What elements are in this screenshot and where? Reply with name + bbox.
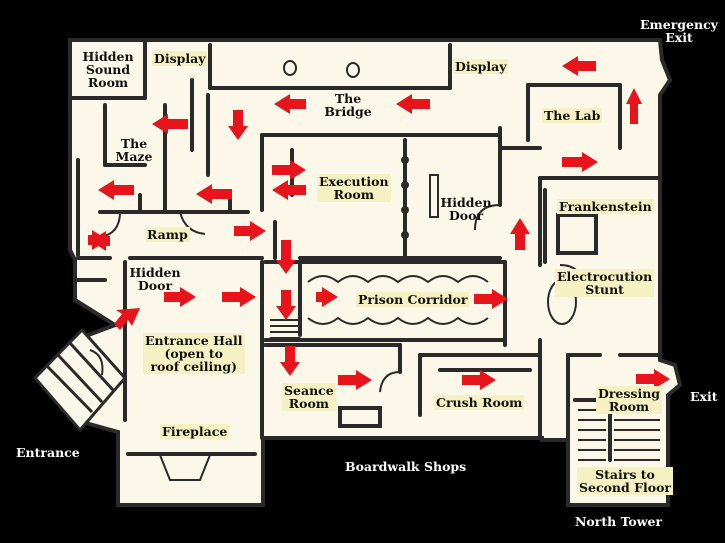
label-entrance: Entrance	[16, 445, 80, 460]
room-label-fireplace: Fireplace	[160, 424, 230, 439]
arrow	[280, 346, 300, 376]
arrow	[510, 218, 530, 250]
arrow	[114, 308, 140, 330]
room-label-hidden-door-center: Hidden Door	[440, 195, 492, 223]
room-label-electrocution-stunt: Electrocution Stunt	[555, 269, 655, 297]
arrow	[316, 287, 338, 307]
arrow	[462, 370, 496, 390]
arrow	[152, 114, 188, 134]
room-label-display-left: Display	[152, 51, 208, 66]
room-label-execution-room: Execution Room	[317, 174, 391, 202]
arrow	[562, 152, 598, 172]
arrow	[90, 231, 110, 251]
arrow	[228, 110, 248, 140]
room-label-entrance-hall: Entrance Hall (open to roof ceiling)	[143, 333, 245, 374]
room-label-frankenstein: Frankenstein	[557, 199, 654, 214]
room-label-crush-room: Crush Room	[434, 395, 525, 410]
room-label-hidden-sound-room: Hidden Sound Room	[82, 49, 134, 90]
arrow	[164, 287, 196, 307]
label-exit: Exit	[690, 389, 718, 404]
arrow	[274, 94, 306, 114]
room-label-hidden-door-left: Hidden Door	[129, 265, 181, 293]
label-north-tower: North Tower	[575, 514, 663, 529]
stair-treads	[270, 319, 660, 461]
arrow	[636, 369, 670, 389]
arrow	[272, 180, 306, 200]
arrow	[562, 56, 596, 76]
arrow	[626, 88, 642, 124]
direction-arrows	[88, 56, 670, 390]
room-label-the-lab: The Lab	[542, 108, 603, 123]
room-label-stairs: Stairs to Second Floor	[577, 467, 673, 495]
arrow	[196, 184, 232, 204]
arrow	[222, 287, 256, 307]
room-label-prison-corridor: Prison Corridor	[356, 292, 470, 307]
arrow	[98, 180, 134, 200]
arrow	[234, 221, 266, 241]
label-emergency-exit: Emergency Exit	[640, 17, 718, 45]
interior-walls	[68, 38, 662, 462]
room-label-dressing-room: Dressing Room	[596, 386, 663, 414]
arrow	[272, 160, 306, 180]
room-label-the-bridge: The Bridge	[324, 91, 372, 119]
arrow	[338, 370, 372, 390]
arrow	[396, 94, 430, 114]
label-boardwalk-shops: Boardwalk Shops	[345, 459, 467, 474]
room-label-ramp: Ramp	[145, 227, 190, 242]
room-label-display-right: Display	[453, 59, 509, 74]
arrow	[474, 289, 508, 309]
arrow	[276, 290, 296, 320]
arrow	[276, 240, 296, 274]
room-label-seance-room: Seance Room	[282, 383, 336, 411]
room-label-the-maze: The Maze	[115, 136, 153, 164]
